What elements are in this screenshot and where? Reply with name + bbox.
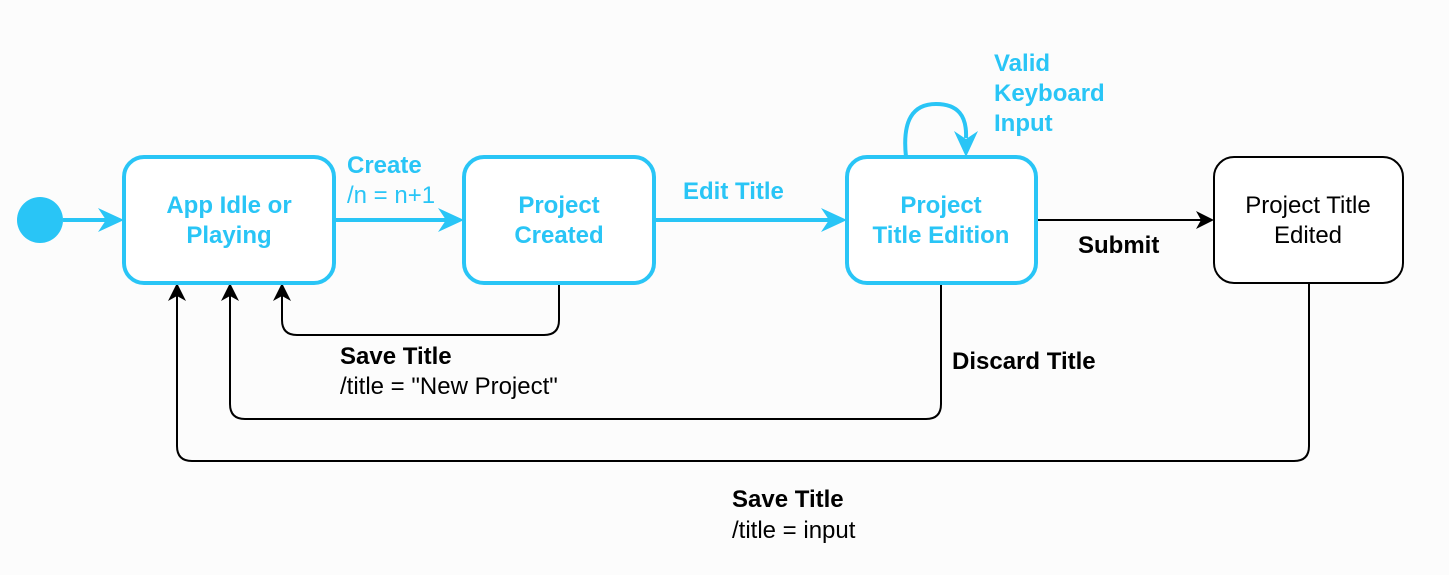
- state-app-idle-box: [122, 155, 336, 285]
- edge-edition-discard-to-idle: [229, 283, 942, 420]
- blue-edges: [63, 101, 969, 222]
- state-title-edition-line2: Title Edition: [873, 222, 1010, 249]
- arrowhead-save-default: [273, 283, 291, 301]
- arrowhead-keyboard-self-loop: [954, 131, 978, 157]
- arrowhead-initial-to-idle: [98, 208, 124, 232]
- label-keyboard-line2: Keyboard: [994, 80, 1105, 107]
- black-edges: [176, 219, 1310, 462]
- arrowhead-idle-to-created: [438, 208, 464, 232]
- label-save-default-action: /title = "New Project": [340, 373, 558, 400]
- label-submit: Submit: [1078, 232, 1159, 259]
- label-edit-title: Edit Title: [683, 178, 784, 205]
- state-title-edition: Project Title Edition: [845, 155, 1038, 285]
- label-save-input-action: /title = input: [732, 517, 856, 544]
- arrowhead-discard: [221, 283, 239, 301]
- edge-edited-save-to-idle: [176, 283, 1310, 462]
- state-project-created-box: [462, 155, 656, 285]
- label-create: Create /n = n+1: [347, 152, 435, 209]
- edge-keyboard-self-loop: [903, 101, 969, 158]
- state-project-created-line2: Created: [514, 222, 603, 249]
- state-title-edited-box: [1213, 156, 1404, 284]
- state-title-edited: Project Title Edited: [1213, 156, 1404, 284]
- label-valid-keyboard-input: Valid Keyboard Input: [994, 50, 1105, 137]
- state-title-edited-line1: Project Title: [1245, 192, 1370, 219]
- state-title-edition-line1: Project: [900, 192, 981, 219]
- arrowhead-created-to-edition: [821, 208, 847, 232]
- label-create-action: /n = n+1: [347, 182, 435, 209]
- state-app-idle-line2: Playing: [186, 222, 271, 249]
- arrowhead-submit: [1196, 211, 1214, 229]
- label-save-title-default: Save Title /title = "New Project": [340, 343, 558, 400]
- label-discard-title: Discard Title: [952, 348, 1096, 375]
- state-app-idle: App Idle or Playing: [122, 155, 336, 285]
- black-arrowheads: [168, 211, 1214, 301]
- state-title-edition-box: [845, 155, 1038, 285]
- initial-state-dot: [17, 197, 63, 243]
- label-save-input-event: Save Title: [732, 486, 844, 513]
- label-save-default-event: Save Title: [340, 343, 452, 370]
- state-project-created-line1: Project: [518, 192, 599, 219]
- state-title-edited-line2: Edited: [1274, 222, 1342, 249]
- blue-arrowheads: [98, 131, 978, 232]
- label-keyboard-line3: Input: [994, 110, 1053, 137]
- edge-created-save-to-idle: [281, 283, 560, 336]
- label-create-event: Create: [347, 152, 422, 179]
- label-keyboard-line1: Valid: [994, 50, 1050, 77]
- arrowhead-save-input: [168, 283, 186, 301]
- state-project-created: Project Created: [462, 155, 656, 285]
- label-save-title-input: Save Title /title = input: [732, 486, 856, 544]
- state-app-idle-line1: App Idle or: [166, 192, 291, 219]
